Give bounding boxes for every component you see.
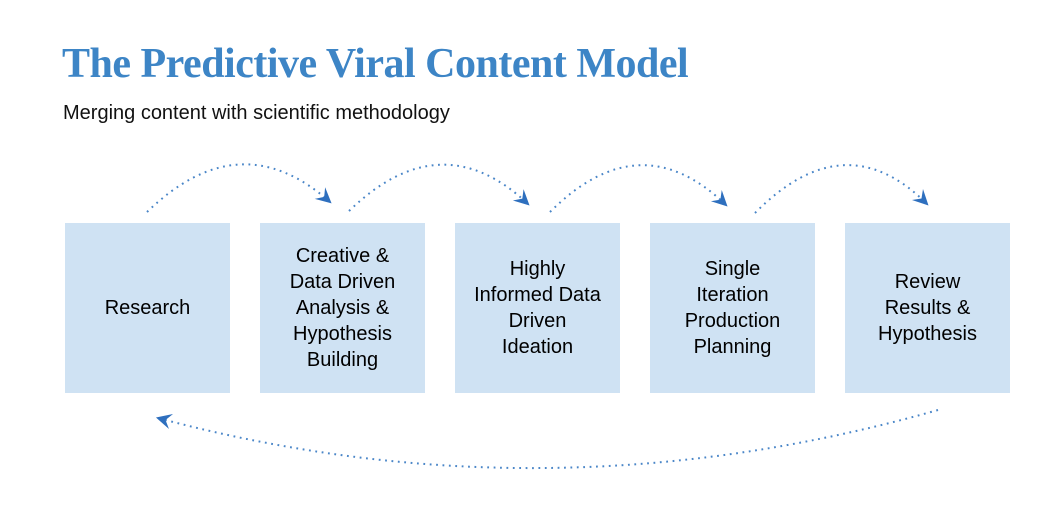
step-label: Review Results & Hypothesis [878, 271, 977, 345]
step-label: Research [104, 297, 191, 319]
step-label: Highly Informed Data Driven Ideation [474, 258, 601, 358]
forward-arrow-1 [146, 163, 332, 213]
slide-title: The Predictive Viral Content Model [62, 41, 689, 87]
forward-arrow-3 [549, 164, 728, 213]
slide-subtitle: Merging content with scientific methodol… [63, 102, 450, 124]
step-box-review-results: Review Results & Hypothesis [845, 223, 1010, 393]
step-box-research: Research [65, 223, 230, 393]
forward-arrow-2 [348, 163, 530, 212]
forward-arrow-4 [754, 164, 929, 214]
feedback-arrow [155, 409, 939, 470]
step-box-production-planning: Single Iteration Production Planning [650, 223, 815, 393]
step-label: Creative & Data Driven Analysis & Hypoth… [289, 245, 396, 371]
step-box-creative-analysis: Creative & Data Driven Analysis & Hypoth… [260, 223, 425, 393]
step-label: Single Iteration Production Planning [684, 258, 781, 358]
step-box-data-driven-ideation: Highly Informed Data Driven Ideation [455, 223, 620, 393]
